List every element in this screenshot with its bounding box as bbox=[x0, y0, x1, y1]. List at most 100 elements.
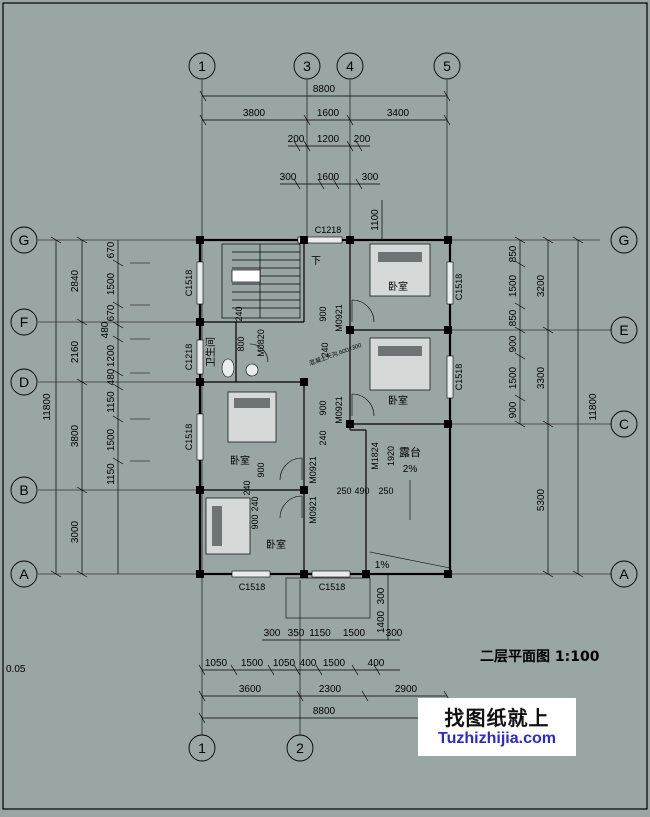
left-window-ticks bbox=[130, 262, 150, 462]
dim-left-inner: 1150 bbox=[106, 463, 117, 485]
window-label: C1518 bbox=[454, 274, 464, 301]
window-label: C1518 bbox=[239, 582, 266, 592]
axis-label-left: B bbox=[19, 482, 28, 498]
door-label: M1824 bbox=[370, 442, 380, 470]
dim-top-row4: 300 bbox=[280, 172, 297, 183]
left-note: 0.05 bbox=[6, 664, 26, 675]
axis-label-right: E bbox=[619, 322, 628, 338]
dim-bottom-row2: 400 bbox=[300, 658, 317, 669]
window-label: C1518 bbox=[184, 270, 194, 297]
terrace-outline bbox=[285, 480, 451, 619]
left-dimension-lines bbox=[50, 236, 124, 578]
interior-dim-label: 900 bbox=[256, 462, 266, 477]
dim-bottom-row1: 1150 bbox=[309, 628, 331, 639]
axis-label-right: C bbox=[619, 416, 629, 432]
dim-left-inner: 670 bbox=[106, 241, 117, 258]
bathroom-fixtures bbox=[221, 358, 259, 378]
axis-label-left: G bbox=[19, 232, 30, 248]
dim-top-row4: 300 bbox=[362, 172, 379, 183]
room-label-bathroom: 卫生间 bbox=[204, 337, 217, 367]
interior-dim-label: 240 bbox=[242, 480, 252, 495]
room-label-terrace: 露台 bbox=[399, 445, 421, 459]
door-label: M0921 bbox=[308, 456, 318, 484]
structural-columns bbox=[196, 236, 452, 578]
stair-direction: 下 bbox=[311, 256, 321, 267]
staircase bbox=[221, 243, 301, 319]
window-label: C1518 bbox=[184, 424, 194, 451]
dim-top-row2: 3400 bbox=[387, 108, 410, 119]
door-swings bbox=[249, 299, 375, 519]
dim-left-outer: 3800 bbox=[70, 424, 81, 447]
dim-top-overall: 8800 bbox=[313, 84, 336, 95]
drawing-title: 二层平面图 1:100 bbox=[480, 649, 600, 665]
dim-bottom-row1: 350 bbox=[288, 628, 305, 639]
dim-left-overall: 11800 bbox=[42, 393, 53, 421]
terrace-slope: 2% bbox=[403, 464, 418, 475]
dim-right-inner: 900 bbox=[508, 401, 519, 418]
interior-dim-label: 240 bbox=[234, 306, 244, 321]
axis-label-right: G bbox=[619, 232, 630, 248]
dim-right-inner: 850 bbox=[508, 309, 519, 326]
dim-right-overall: 11800 bbox=[588, 393, 599, 421]
dim-bottom-row3: 3600 bbox=[239, 684, 262, 695]
dim-right-inner: 850 bbox=[508, 245, 519, 262]
dim-bottom-row2: 1500 bbox=[241, 658, 264, 669]
door-label: M0921 bbox=[334, 396, 344, 424]
dim-bottom-row1: 300 bbox=[386, 628, 403, 639]
interior-dim-label: 250 bbox=[378, 486, 393, 496]
dim-left-inner: 1500 bbox=[106, 428, 117, 451]
bottom-dimension-lines bbox=[198, 574, 451, 724]
dim-left-outer: 3000 bbox=[70, 520, 81, 543]
bed-pattern bbox=[212, 252, 422, 546]
door-label: M0921 bbox=[308, 496, 318, 524]
interior-dim-label: 900 bbox=[318, 306, 328, 321]
balcony-slope: 1% bbox=[375, 560, 390, 571]
interior-dim-label: 240 bbox=[318, 430, 328, 445]
watermark-url[interactable]: Tuzhizhijia.com bbox=[438, 730, 556, 747]
interior-dim-label: 900 bbox=[318, 400, 328, 415]
dim-bottom-row1: 300 bbox=[264, 628, 281, 639]
window-openings bbox=[196, 236, 454, 578]
dim-bottom-row1: 1500 bbox=[343, 628, 366, 639]
dim-right-inner: 1500 bbox=[508, 274, 519, 297]
room-label-bedroom: 卧室 bbox=[388, 280, 408, 293]
window-label: C1518 bbox=[319, 582, 346, 592]
window-label: C1518 bbox=[454, 364, 464, 391]
dim-bottom-row3: 2900 bbox=[395, 684, 418, 695]
dim-top-row4: 1600 bbox=[317, 172, 340, 183]
room-label-bedroom: 卧室 bbox=[230, 454, 250, 467]
interior-dim-label: 800 bbox=[236, 336, 246, 351]
dim-top-row2: 1600 bbox=[317, 108, 340, 119]
dim-right-outer: 3200 bbox=[536, 274, 547, 297]
axis-label-top: 5 bbox=[443, 58, 451, 74]
door-label: M0921 bbox=[334, 304, 344, 332]
interior-dim-label: 240 bbox=[250, 496, 260, 511]
axis-bubbles bbox=[10, 52, 638, 762]
axis-label-top: 4 bbox=[346, 58, 354, 74]
dim-bottom-row3: 2300 bbox=[319, 684, 342, 695]
axis-label-left: A bbox=[19, 566, 29, 582]
gutter-note: 混凝土天沟,600×300 bbox=[308, 341, 363, 368]
dim-left-inner: 480 bbox=[100, 321, 111, 338]
interior-dim-label: 250 bbox=[336, 486, 351, 496]
watermark-chinese: 找图纸就上 bbox=[444, 706, 550, 730]
interior-dim-label: 490 bbox=[354, 486, 369, 496]
axis-grid bbox=[38, 80, 612, 735]
interior-dim-label: 1920 bbox=[386, 446, 396, 466]
dim-bottom-balcony: 300 bbox=[376, 587, 387, 604]
axis-label-bottom: 1 bbox=[198, 740, 206, 756]
axis-label-left: D bbox=[19, 374, 29, 390]
dim-bottom-row2: 1500 bbox=[323, 658, 346, 669]
dim-left-inner: 1200 bbox=[106, 344, 117, 367]
dim-right-inner: 1500 bbox=[508, 366, 519, 389]
dim-left-inner: 480 bbox=[106, 368, 117, 385]
dim-right-outer: 3300 bbox=[536, 366, 547, 389]
axis-label-bottom: 2 bbox=[296, 740, 304, 756]
dim-left-outer: 2840 bbox=[70, 269, 81, 292]
interior-dim-label: 900 bbox=[250, 514, 260, 529]
watermark-box: 找图纸就上 Tuzhizhijia.com bbox=[418, 698, 576, 756]
